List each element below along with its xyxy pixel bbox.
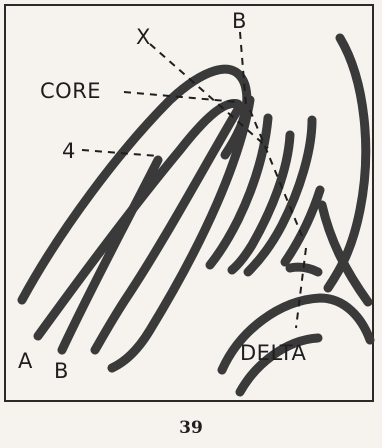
label-delta: DELTA	[240, 341, 306, 365]
label-four: 4	[62, 139, 76, 163]
leader-delta	[296, 248, 306, 328]
label-x: X	[136, 25, 151, 49]
label-core: CORE	[40, 79, 101, 103]
label-b-bottom: B	[54, 359, 69, 383]
figure-number: 39	[0, 418, 382, 438]
label-a: A	[18, 349, 33, 373]
delta-branch-ridge	[290, 267, 318, 272]
label-b-top: B	[232, 9, 247, 33]
